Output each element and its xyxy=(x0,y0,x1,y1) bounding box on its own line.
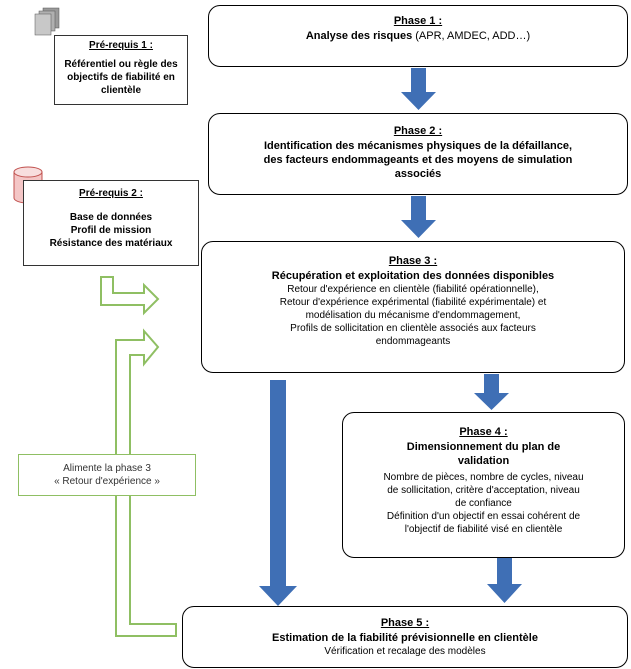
prereq2-title: Pré-requis 2 : xyxy=(79,188,143,199)
arrow-phase2-to-phase3 xyxy=(401,196,436,238)
phase1-extra: (APR, AMDEC, ADD…) xyxy=(412,30,531,42)
phase4-detail: Définition d'un objectif en essai cohére… xyxy=(386,511,581,522)
phase4-box: Phase 4 : Dimensionnement du plan de val… xyxy=(342,412,625,558)
phase1-box: Phase 1 : Analyse des risques (APR, AMDE… xyxy=(208,5,628,67)
phase5-box: Phase 5 : Estimation de la fiabilité pré… xyxy=(182,606,628,668)
document-stack-icon xyxy=(34,7,60,36)
phase4-detail: de confiance xyxy=(455,498,512,509)
feedback-note-line: « Retour d'expérience » xyxy=(54,476,160,487)
phase1-main: Analyse des risques xyxy=(305,30,413,42)
prereq1-line: Référentiel ou règle des xyxy=(64,59,178,70)
phase3-detail: Retour d'expérience expérimental (fiabil… xyxy=(279,297,547,308)
phase4-main: validation xyxy=(457,455,510,467)
phase2-line: Identification des mécanismes physiques … xyxy=(263,140,573,152)
prereq2-box: Pré-requis 2 : Base de données Profil de… xyxy=(23,180,199,266)
prereq2-line: Profil de mission xyxy=(70,225,152,236)
phase4-title: Phase 4 : xyxy=(459,426,508,438)
phase4-detail: de sollicitation, critère d'acceptation,… xyxy=(387,485,580,496)
phase1-title: Phase 1 : xyxy=(393,15,443,27)
phase3-detail: modélisation du mécanisme d'endommagemen… xyxy=(305,310,521,321)
phase5-main: Estimation de la fiabilité prévisionnell… xyxy=(272,632,538,644)
phase2-box: Phase 2 : Identification des mécanismes … xyxy=(208,113,628,195)
prereq1-box: Pré-requis 1 : Référentiel ou règle des … xyxy=(54,35,188,105)
phase4-detail: Nombre de pièces, nombre de cycles, nive… xyxy=(383,472,584,483)
prereq2-line: Résistance des matériaux xyxy=(49,238,173,249)
phase4-detail: l'objectif de fiabilité visé en clientèl… xyxy=(404,524,563,535)
phase5-title: Phase 5 : xyxy=(380,617,430,629)
phase3-box: Phase 3 : Récupération et exploitation d… xyxy=(201,241,625,373)
phase3-detail: Profils de sollicitation en clientèle as… xyxy=(290,323,536,334)
arrow-phase1-to-phase2 xyxy=(401,68,436,110)
phase2-title: Phase 2 : xyxy=(393,125,443,137)
arrow-phase3-to-phase5 xyxy=(259,380,297,606)
phase5-detail: Vérification et recalage des modèles xyxy=(324,646,486,657)
prereq2-line: Base de données xyxy=(69,212,153,223)
feedback-note-line: Alimente la phase 3 xyxy=(63,463,151,474)
prereq1-title: Pré-requis 1 : xyxy=(89,40,153,51)
arrow-phase4-to-phase5 xyxy=(487,558,522,603)
phase3-detail: endommageants xyxy=(375,336,451,347)
prereq1-line: clientèle xyxy=(100,85,142,96)
arrow-prereq2-to-phase3 xyxy=(100,276,160,316)
phase3-detail: Retour d'expérience en clientèle (fiabil… xyxy=(287,284,539,295)
phase3-title: Phase 3 : xyxy=(388,255,438,267)
prereq1-line: objectifs de fiabilité en xyxy=(67,72,175,83)
phase3-main: Récupération et exploitation des données… xyxy=(271,270,555,282)
phase2-line: des facteurs endommageants et des moyens… xyxy=(263,154,573,166)
phase4-main: Dimensionnement du plan de xyxy=(406,441,561,453)
feedback-note: Alimente la phase 3 « Retour d'expérienc… xyxy=(18,454,196,496)
phase2-line: associés xyxy=(394,168,442,180)
arrow-phase3-to-phase4 xyxy=(474,374,509,410)
